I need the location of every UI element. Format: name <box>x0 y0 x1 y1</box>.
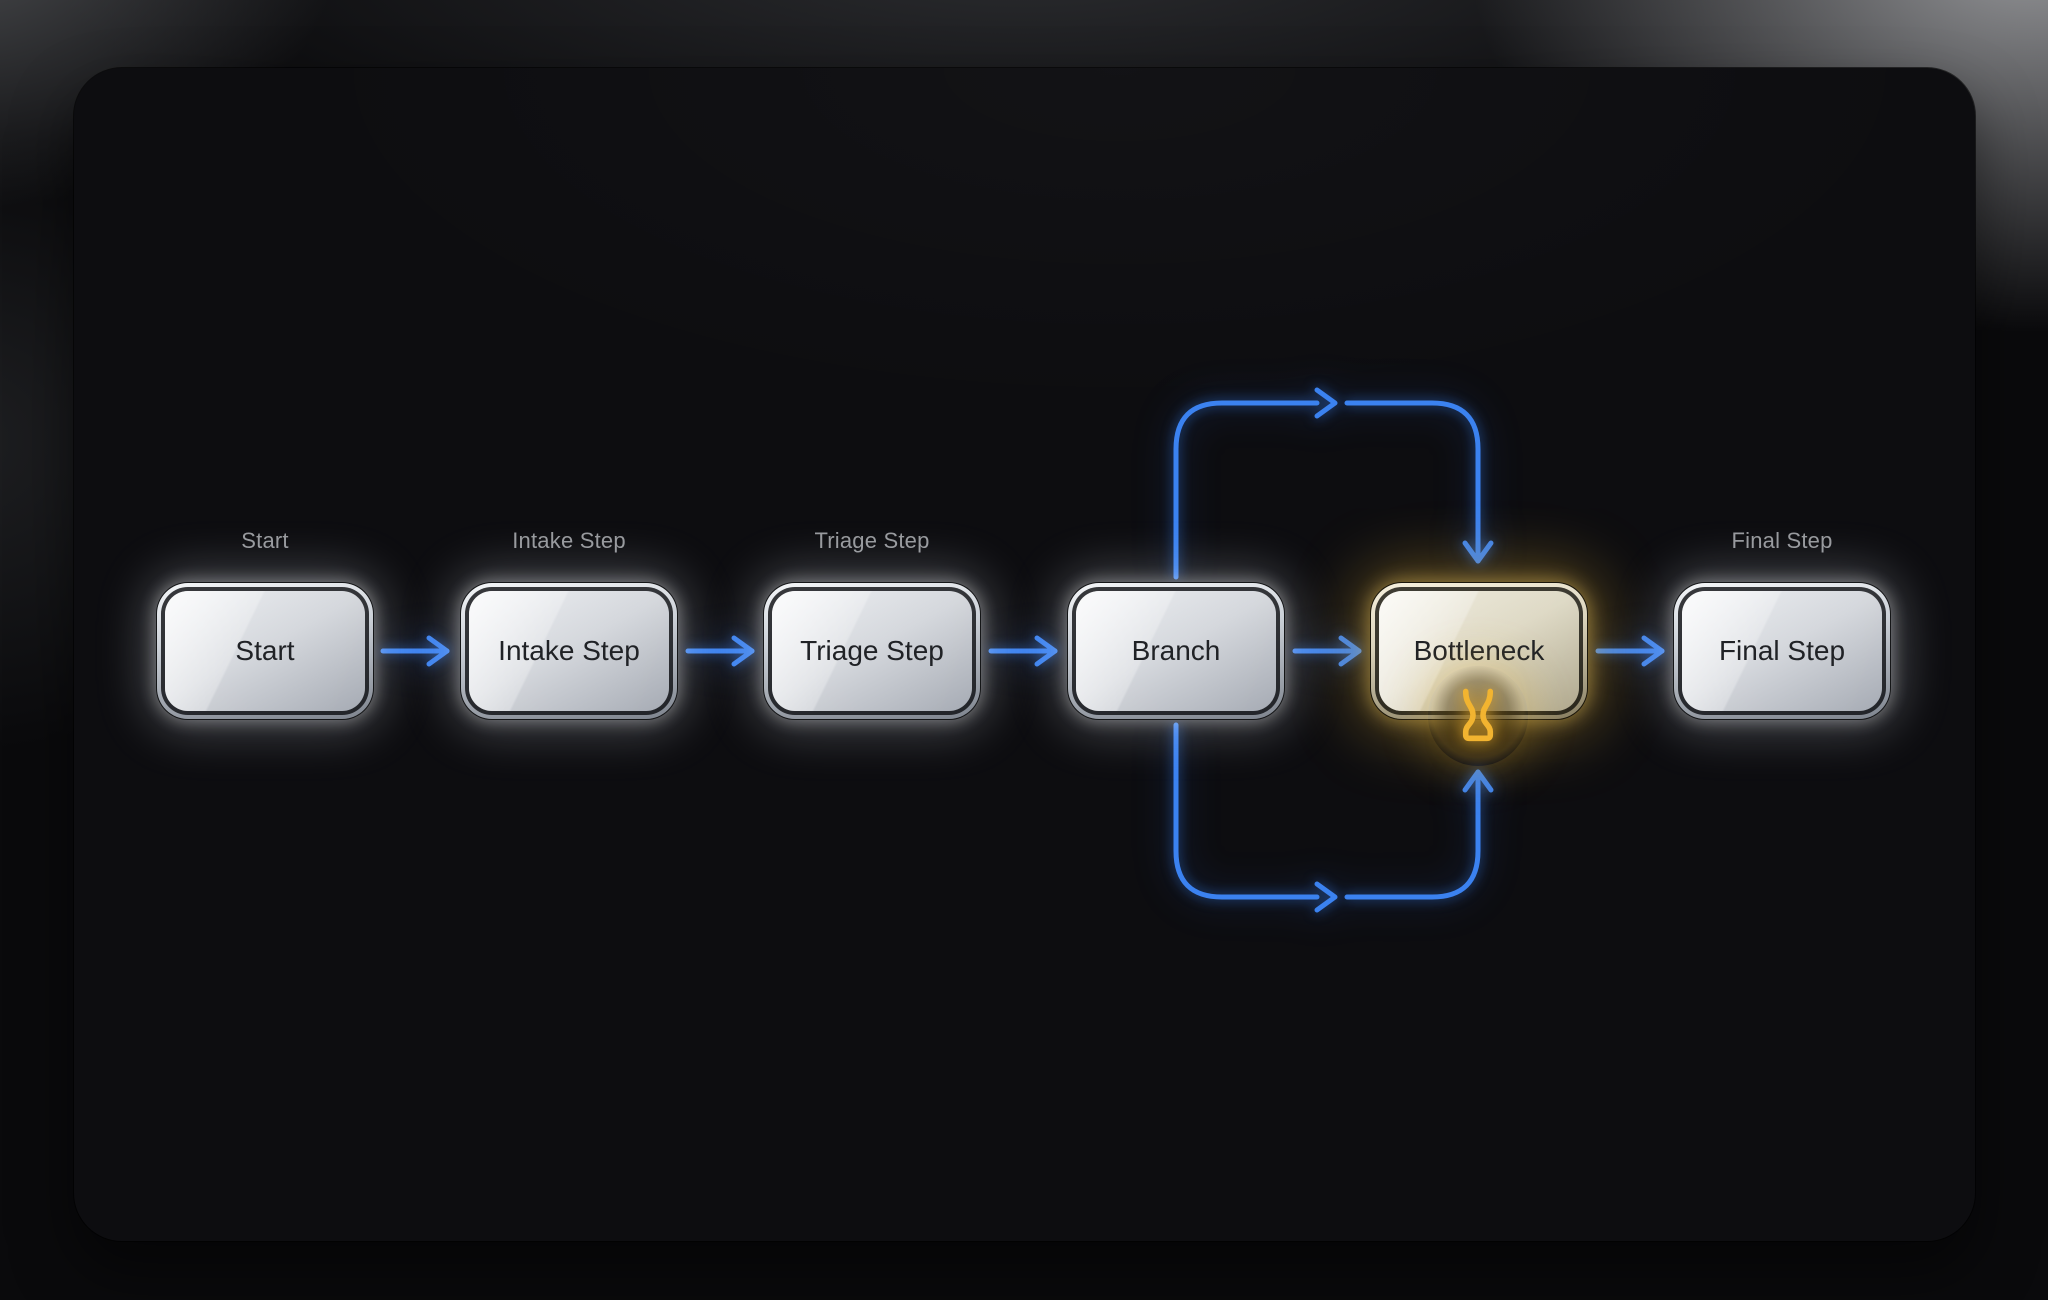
node-triage-step-label: Triage Step <box>800 635 944 666</box>
node-start[interactable]: Start <box>157 583 373 719</box>
node-caption-start: Start <box>241 528 289 553</box>
node-intake-step[interactable]: Intake Step <box>461 583 677 719</box>
node-branch[interactable]: Branch <box>1068 583 1284 719</box>
bottleneck-badge <box>1428 666 1528 766</box>
node-caption-final: Final Step <box>1731 528 1833 553</box>
bottleneck-flask-icon <box>1462 688 1494 742</box>
node-start-label: Start <box>235 635 295 666</box>
node-branch-label: Branch <box>1131 635 1221 666</box>
node-bottleneck-label: Bottleneck <box>1413 635 1545 666</box>
node-final-step-label: Final Step <box>1718 635 1846 666</box>
node-triage-step[interactable]: Triage Step <box>764 583 980 719</box>
node-intake-step-label: Intake Step <box>498 635 640 666</box>
node-caption-intake: Intake Step <box>512 528 626 553</box>
node-caption-triage: Triage Step <box>814 528 930 553</box>
node-final-step[interactable]: Final Step <box>1674 583 1890 719</box>
